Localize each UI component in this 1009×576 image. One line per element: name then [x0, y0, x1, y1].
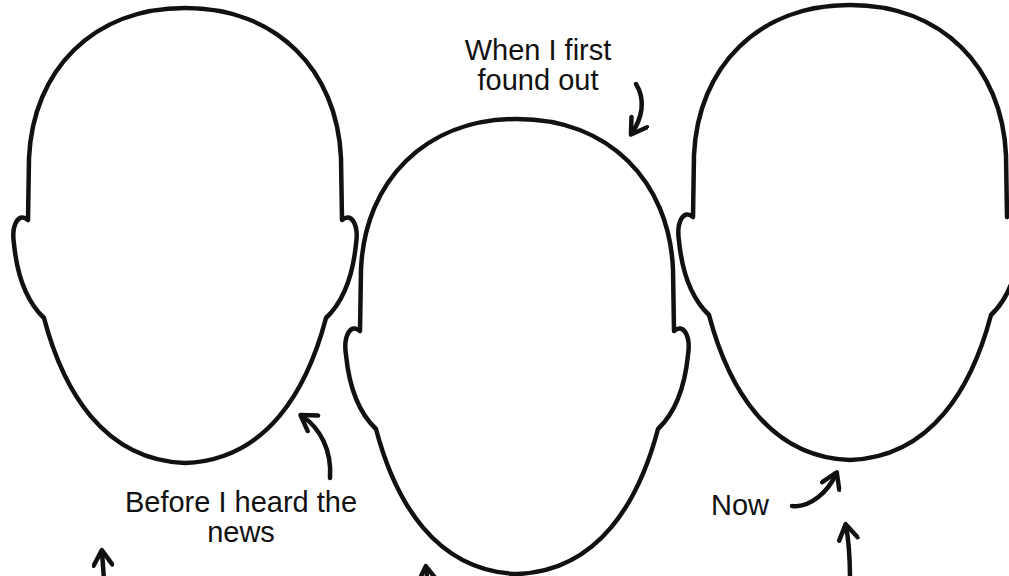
leader-arrow: [632, 84, 642, 133]
head-outline: [13, 8, 356, 463]
leader-arrow: [792, 474, 836, 506]
leader-arrow: [102, 552, 104, 576]
head-outline: [345, 119, 688, 574]
stage-label: Before I heard the news: [116, 487, 366, 547]
leader-arrow: [846, 526, 850, 576]
stage-label: Now: [695, 490, 785, 520]
stage-label: When I first found out: [433, 35, 643, 95]
leader-arrow: [426, 568, 428, 576]
head-outline: [678, 5, 1009, 460]
leader-arrow: [302, 416, 330, 478]
